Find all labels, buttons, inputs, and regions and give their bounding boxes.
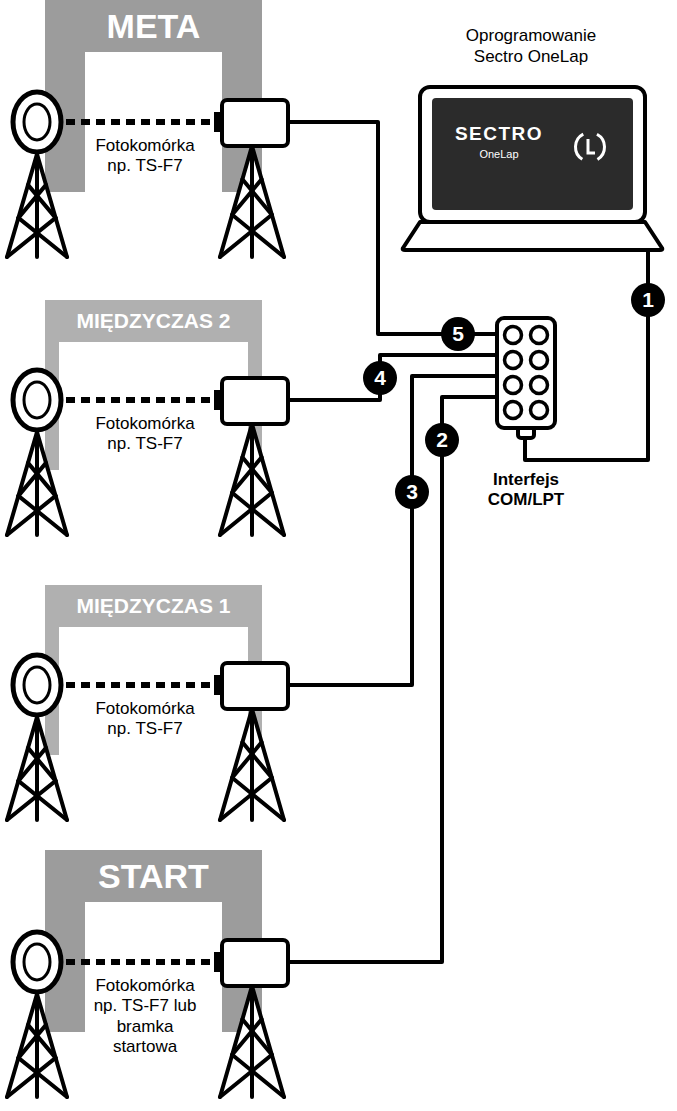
tripod-symbol: [7, 432, 67, 535]
node-outline: [497, 318, 555, 428]
tripod-symbol: [7, 717, 67, 820]
gate-arch: [45, 0, 262, 192]
socket: [505, 352, 522, 369]
light-beam: [66, 682, 212, 688]
device-label: Fotokomórka np. TS-F7: [86, 699, 204, 740]
socket: [505, 377, 522, 394]
cable: [290, 355, 497, 400]
gate-title: MIĘDZYCZAS 1: [45, 585, 262, 627]
laptop-screen: [420, 87, 645, 222]
photocell-symbol: [214, 378, 288, 424]
callout-number: 2: [425, 423, 459, 457]
socket: [505, 402, 522, 419]
interface-label: Interfejs COM/LPT: [481, 470, 571, 511]
socket: [531, 352, 548, 369]
socket: [531, 402, 548, 419]
tripod-symbol: [7, 994, 67, 1097]
timing-gate: MIĘDZYCZAS 1 Fotokomórka np. TS-F7: [0, 585, 292, 822]
logo-icon: [574, 133, 606, 161]
interface-box: Interfejs COM/LPT: [497, 318, 555, 428]
tripod-symbol: [7, 154, 67, 257]
cable: [290, 376, 497, 685]
gate-title: META: [45, 0, 262, 52]
interface-box: [497, 318, 555, 428]
tripod-symbol: [220, 146, 284, 257]
device-label: Fotokomórka np. TS-F7: [86, 136, 204, 177]
gate-title: START: [45, 850, 262, 902]
gate-title: MIĘDZYCZAS 2: [45, 300, 262, 342]
socket: [531, 377, 548, 394]
photocell-symbol: [214, 940, 288, 986]
callout-number: 4: [363, 361, 397, 395]
interface-sockets: [505, 327, 548, 419]
reflector-symbol: [13, 655, 61, 715]
tripod-symbol: [220, 986, 284, 1097]
reflector-symbol: [13, 370, 61, 430]
laptop-display: [432, 98, 633, 210]
logo-subtext: OneLap: [440, 147, 558, 161]
tripod-symbol: [220, 709, 284, 820]
reflector-symbol: [13, 92, 61, 152]
light-beam: [66, 119, 212, 125]
timing-gate: META Fotokomórka np. TS-F7: [0, 0, 292, 259]
photocell-symbol: [214, 663, 288, 709]
laptop-computer: Oprogramowanie Sectro OneLapSECTROOneLap: [400, 85, 662, 250]
callout-number: 5: [441, 317, 475, 351]
device-label: Fotokomórka np. TS-F7: [86, 414, 204, 455]
logo-text: SECTRO: [440, 123, 558, 145]
light-beam: [66, 959, 212, 965]
timing-gate: START Fotokomórka np. TS-F7 lub bramka st…: [0, 850, 292, 1099]
device-label: Fotokomórka np. TS-F7 lub bramka startow…: [86, 976, 204, 1058]
socket: [505, 327, 522, 344]
callout-number: 3: [395, 475, 429, 509]
reflector-symbol: [13, 932, 61, 992]
socket: [531, 327, 548, 344]
laptop-base: [403, 222, 663, 250]
software-title: Oprogramowanie Sectro OneLap: [456, 25, 606, 68]
cable: [290, 397, 497, 962]
tripod-symbol: [220, 424, 284, 535]
node-outline: [400, 85, 662, 250]
callout-number: 1: [631, 283, 665, 317]
photocell-symbol: [214, 100, 288, 146]
timing-gate: MIĘDZYCZAS 2 Fotokomórka np. TS-F7: [0, 300, 292, 537]
light-beam: [66, 397, 212, 403]
